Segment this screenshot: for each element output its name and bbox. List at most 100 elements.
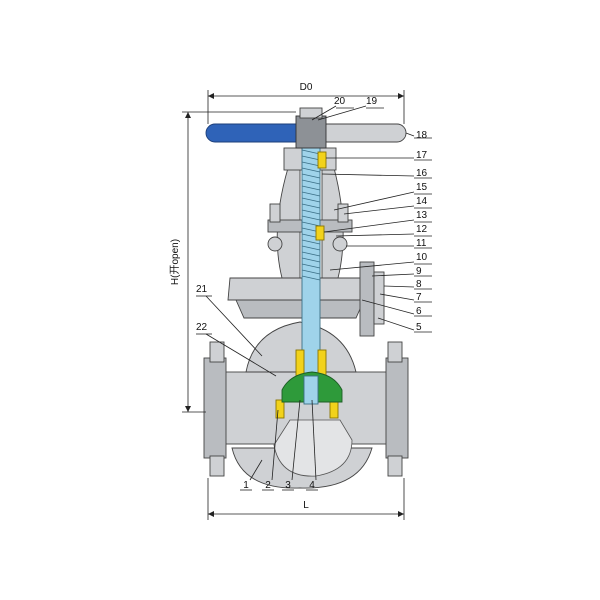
leader-line (405, 132, 415, 137)
callout-22: 22 (196, 322, 277, 377)
thread-line (301, 203, 321, 209)
l-label: L (303, 500, 309, 511)
callout-10: 10 (329, 252, 432, 271)
handwheel (205, 107, 407, 149)
leader-line (205, 295, 263, 357)
callout-number: 1 (243, 480, 249, 491)
callout-number: 15 (416, 182, 428, 193)
callout-19: 19 (317, 96, 384, 121)
callout-number: 6 (416, 306, 422, 317)
leader-line (271, 409, 279, 481)
callout-number: 14 (416, 196, 428, 207)
seat-ring-right (329, 399, 339, 419)
thread-line (301, 191, 321, 197)
callout-number: 8 (416, 279, 422, 290)
leader-line (371, 273, 415, 277)
thread-line (301, 185, 321, 191)
callout-number: 3 (285, 480, 291, 491)
callout-number: 16 (416, 168, 428, 179)
leader-line (311, 399, 317, 481)
callout-8: 8 (383, 279, 432, 290)
eyebolt-right (337, 203, 349, 223)
handwheel-right-bar (317, 123, 407, 143)
leader-line (333, 191, 415, 211)
thread-line (301, 167, 321, 173)
thread-line (301, 251, 321, 257)
bonnet-stud (359, 261, 375, 337)
callout-number: 9 (416, 266, 422, 277)
seat-bushing-right (317, 349, 327, 377)
callout-2: 2 (262, 409, 279, 491)
bonnet-nut (373, 271, 385, 325)
thread-line (301, 239, 321, 245)
callout-3: 3 (282, 399, 301, 491)
callout-number: 7 (416, 292, 422, 303)
bonnet-flange (227, 277, 373, 301)
thread-line (301, 245, 321, 251)
callout-number: 11 (416, 238, 427, 249)
thread-line (301, 173, 321, 179)
callout-11: 11 (346, 238, 432, 249)
right-flange-bolt-top (387, 341, 403, 363)
bonnet-lower (235, 299, 365, 319)
thread-line (301, 197, 321, 203)
callout-number: 21 (196, 284, 208, 295)
leader-line (343, 205, 415, 215)
callout-4: 4 (306, 399, 318, 491)
hub-nut (299, 107, 323, 119)
thread-line (301, 221, 321, 227)
callout-number: 19 (366, 96, 378, 107)
callout-number: 12 (416, 224, 428, 235)
leader-line (377, 317, 415, 331)
callout-9: 9 (371, 266, 432, 277)
callout-16: 16 (321, 168, 432, 179)
left-flange-bolt-bottom (209, 455, 225, 477)
callout-15: 15 (333, 182, 432, 211)
thread-line (301, 257, 321, 263)
h-label: H(开open) (170, 239, 181, 285)
callout-number: 17 (416, 150, 428, 161)
callout-7: 7 (379, 292, 432, 303)
callout-number: 2 (265, 480, 271, 491)
leader-line (291, 399, 301, 481)
callout-20: 20 (311, 96, 354, 121)
leader-line (335, 233, 415, 237)
packing-ring (315, 225, 325, 241)
leader-line (379, 293, 415, 301)
callout-number: 20 (334, 96, 346, 107)
leader-line (329, 261, 415, 271)
leader-line (311, 105, 337, 121)
eyebolt-pin-left (267, 236, 283, 252)
callout-number: 13 (416, 210, 428, 221)
callout-21: 21 (196, 284, 263, 357)
thread-line (301, 149, 321, 155)
right-flange (385, 357, 409, 459)
callout-18: 18 (405, 130, 432, 141)
callout-12: 12 (335, 224, 432, 237)
stem-threads (301, 149, 321, 281)
callout-14: 14 (343, 196, 432, 215)
callout-6: 6 (361, 299, 432, 317)
callout-13: 13 (323, 210, 432, 233)
callout-number: 4 (309, 480, 315, 491)
thread-line (301, 161, 321, 167)
thread-line (301, 215, 321, 221)
d0-label: D0 (300, 82, 313, 93)
thread-line (301, 275, 321, 281)
disc-stem-end (303, 375, 319, 405)
leader-line (249, 459, 263, 481)
leader-line (317, 105, 367, 121)
leader-line (383, 285, 415, 288)
seat-bushing-left (295, 349, 305, 377)
eyebolt-left (269, 203, 281, 223)
stem-nut-bushing (317, 151, 327, 169)
leader-line (323, 219, 415, 233)
thread-line (301, 263, 321, 269)
thread-line (301, 209, 321, 215)
callout-1: 1 (240, 459, 263, 491)
eyebolt-pin-right (332, 236, 348, 252)
thread-line (301, 155, 321, 161)
